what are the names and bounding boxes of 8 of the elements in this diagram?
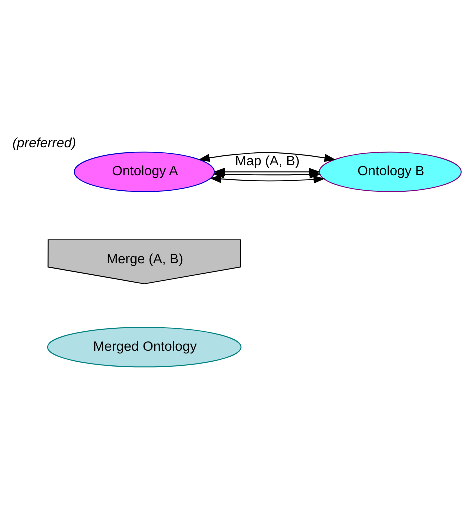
edge-label: Map (A, B) <box>235 154 300 169</box>
arrow <box>214 168 321 176</box>
node-ellipse: Ontology B <box>319 152 462 192</box>
node-ellipse: Merged Ontology <box>47 327 242 368</box>
arrow <box>210 175 326 184</box>
node-label: (preferred) <box>12 136 76 151</box>
arrow <box>198 152 336 162</box>
node-ellipse: Ontology A <box>74 152 216 192</box>
